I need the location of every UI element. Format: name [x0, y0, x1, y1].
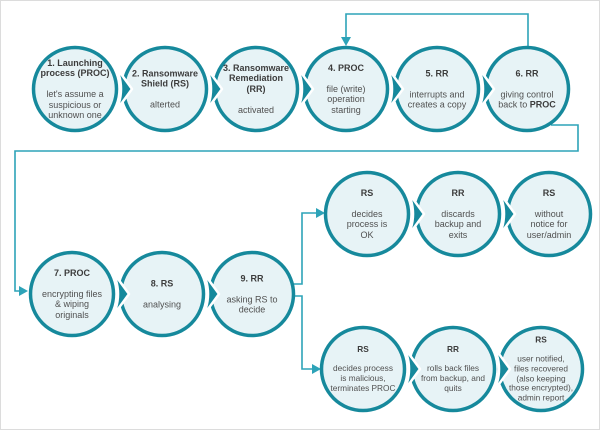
node-7-circle — [28, 250, 116, 338]
node-ok-3-title: RS — [542, 187, 556, 198]
node-6-body-bold: PROC — [529, 99, 556, 110]
node-7-body: encrypting files & wiping originals — [41, 288, 103, 320]
node-8-body: analysing — [142, 299, 182, 310]
node-malicious-2-body: rolls back files from backup, and quits — [420, 363, 486, 393]
node-8-title: 8. RS — [150, 278, 174, 289]
chevron-8-9-icon — [198, 266, 221, 322]
node-malicious-1-body: decides process is malicious, terminates… — [330, 363, 396, 393]
node-malicious-1-title: RS — [357, 343, 369, 354]
node-5-body: interrupts and creates a copy — [407, 89, 467, 110]
node-5-label: 5. RR interrupts and creates a copy — [397, 57, 477, 120]
node-ok-1-title: RS — [360, 187, 374, 198]
node-9-body: asking RS to decide — [226, 294, 278, 315]
node-malicious-1-label: RS decides process is malicious, termina… — [325, 335, 401, 403]
node-2-label: 2. Ransomware Shield (RS) alterted — [125, 57, 205, 120]
node-ok-3-body: without notice for user/admin — [526, 208, 572, 240]
node-3-body: activated — [237, 104, 275, 115]
node-ok-3-label: RS without notice for user/admin — [509, 177, 589, 251]
arrow-right-icon — [316, 208, 325, 218]
chevron-3-4-icon — [292, 61, 315, 117]
node-malicious-3-body: user notified, files recovered (also kee… — [508, 353, 574, 403]
chevron-2-3-icon — [201, 61, 224, 117]
node-1-label: 1. Launching process (PROC) let's assume… — [35, 47, 115, 131]
chevron-ok-1-2-icon — [403, 186, 426, 242]
node-2-title: 2. Ransomware Shield (RS) — [131, 67, 199, 89]
node-malicious-2-label: RR rolls back files from backup, and qui… — [415, 335, 491, 403]
node-ok-2-label: RR discards backup and exits — [418, 177, 498, 251]
node-ok-1-label: RS decides process is OK — [327, 177, 407, 251]
node-9-label: 9. RR asking RS to decide — [212, 262, 292, 325]
node-7-label: 7. PROC encrypting files & wiping origin… — [32, 257, 112, 331]
chevron-ok-2-3-icon — [494, 186, 517, 242]
node-8-label: 8. RS analysing — [122, 268, 202, 321]
arrow-right-icon — [19, 286, 28, 296]
node-4-title: 4. PROC — [327, 62, 364, 73]
node-malicious-1-circle — [319, 325, 407, 413]
node-7-title: 7. PROC — [53, 267, 90, 278]
node-3-title: 3. Ransomware Remediation (RR) — [222, 62, 290, 94]
node-ok-1-body: decides process is OK — [346, 208, 388, 240]
connector-6-to-7-line — [14, 124, 579, 292]
connector-6-to-4-loop-line — [345, 13, 529, 46]
chevron-4-5-icon — [382, 61, 405, 117]
node-1-title: 1. Launching process (PROC) — [40, 57, 110, 78]
connector-9-to-malicious-branch-line — [293, 295, 312, 370]
node-malicious-2-title: RR — [447, 343, 459, 354]
node-6-label: 6. RR giving control back to PROC — [487, 57, 567, 120]
chevron-5-6-icon — [473, 61, 496, 117]
node-4-label: 4. PROC file (write) operation starting — [306, 52, 386, 126]
node-4-body: file (write) operation starting — [326, 83, 366, 115]
chevron-malicious-1-2-icon — [399, 341, 422, 397]
node-ok-1-circle — [323, 170, 411, 258]
node-ok-2-title: RR — [451, 187, 465, 198]
node-malicious-3-label: RS user notified, files recovered (also … — [503, 325, 579, 412]
node-malicious-3-title: RS — [535, 334, 547, 345]
chevron-1-2-icon — [111, 61, 134, 117]
arrow-down-icon — [341, 37, 351, 46]
node-1-circle — [31, 45, 119, 133]
node-2-body: alterted — [149, 99, 181, 110]
node-1-body: let's assume a suspicious or unknown one — [46, 89, 104, 121]
connector-9-to-ok-branch-line — [293, 212, 316, 285]
node-5-title: 5. RR — [425, 67, 449, 78]
node-6-body-text: giving control back to — [498, 89, 554, 110]
node-6-title: 6. RR — [515, 67, 539, 78]
chevron-malicious-2-3-icon — [489, 341, 512, 397]
node-9-title: 9. RR — [240, 272, 264, 283]
arrow-right-icon — [312, 364, 321, 374]
node-3-label: 3. Ransomware Remediation (RR) activated — [216, 52, 296, 126]
node-6-body: giving control back to PROC — [487, 89, 567, 110]
chevron-7-8-icon — [108, 266, 131, 322]
node-ok-2-body: discards backup and exits — [434, 208, 482, 240]
